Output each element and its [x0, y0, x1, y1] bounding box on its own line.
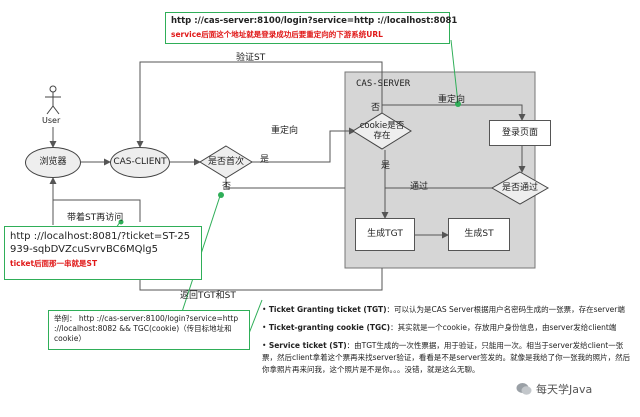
redirect-outer-label: 重定向 — [271, 126, 299, 136]
service-url-callout: http ://cas-server:8100/login?service=ht… — [165, 12, 458, 44]
note-tgc-term: Ticket-granting cookie (TGC) — [268, 323, 391, 332]
gen-tgt-label: 生成TGT — [367, 229, 403, 240]
wechat-icon — [516, 383, 532, 395]
user-label: User — [42, 116, 61, 125]
ticket-url-text: http ://localhost:8081/?ticket=ST-25939-… — [10, 231, 191, 255]
verify-st-label: 验证ST — [236, 53, 266, 63]
cookie-diamond — [352, 112, 412, 150]
gen-st-label: 生成ST — [464, 229, 494, 240]
first-visit-no-label: 否 — [222, 182, 232, 192]
redirect-inner-label: 重定向 — [438, 95, 466, 105]
first-visit-label: 是否首次 — [207, 156, 244, 167]
ticket-callout: http ://localhost:8081/?ticket=ST-25939-… — [4, 226, 202, 280]
service-url-note: service后面这个地址就是登录成功后要重定向的下游系统URL — [171, 30, 383, 39]
browser-node: 浏览器 — [25, 147, 81, 178]
login-page-node: 登录页面 — [489, 120, 551, 146]
example-callout: 举例： http ://cas-server:8100/login?servic… — [48, 310, 250, 350]
cookie-yes-label: 是 — [381, 161, 391, 171]
pass-check-label-wrap: 是否通过 — [492, 181, 548, 195]
note-tgt-text: ：可以认为是CAS Server根据用户名密码生成的一张票，存在server端 — [386, 305, 625, 314]
note-tgt: • Ticket Granting ticket (TGT)：可以认为是CAS … — [262, 305, 625, 314]
first-visit-diamond — [199, 145, 253, 179]
pass-label: 通过 — [410, 182, 429, 192]
login-page-label: 登录页面 — [501, 127, 538, 138]
first-visit-yes-label: 是 — [260, 155, 270, 165]
cookie-label-wrap: cookie是否 存在 — [353, 121, 411, 143]
notes-block: • Ticket Granting ticket (TGT)：可以认为是CAS … — [262, 304, 634, 376]
note-tgc: • Ticket-granting cookie (TGC)：其实就是一个coo… — [262, 323, 617, 332]
gen-st-node: 生成ST — [448, 218, 510, 251]
service-url-text: http ://cas-server:8100/login?service=ht… — [171, 16, 458, 26]
watermark-text: 每天学Java — [536, 383, 593, 396]
return-tgt-st-label: 返回TGT和ST — [180, 291, 236, 301]
note-st-term: Service ticket (ST) — [268, 341, 347, 350]
cookie-no-label: 否 — [371, 103, 381, 113]
cookie-exists-label: cookie是否 存在 — [359, 121, 405, 141]
browser-label: 浏览器 — [39, 157, 67, 168]
note-st: • Service ticket (ST)：由TGT生成的一次性票据，用于验证，… — [262, 341, 631, 374]
user-figure — [45, 85, 61, 115]
cas-server-title: CAS-SERVER — [356, 79, 411, 89]
pass-check-label: 是否通过 — [501, 182, 538, 193]
carry-st-label: 带着ST再访问 — [67, 213, 124, 223]
gen-tgt-node: 生成TGT — [355, 218, 415, 251]
first-visit-label-wrap: 是否首次 — [200, 154, 252, 170]
cas-client-node: CAS-CLIENT — [110, 147, 170, 178]
watermark: 每天学Java — [513, 380, 596, 398]
example-text: 举例： http ://cas-server:8100/login?servic… — [54, 314, 239, 344]
note-st-text: ：由TGT生成的一次性票据，用于验证，只能用一次。相当于server发给clie… — [262, 341, 631, 374]
cas-client-label: CAS-CLIENT — [113, 157, 167, 168]
pass-diamond — [490, 171, 550, 205]
note-tgc-text: ：其实就是一个cookie，存放用户身份信息，由server发给client端 — [390, 323, 617, 332]
ticket-note: ticket后面那一串就是ST — [10, 259, 98, 268]
note-tgt-term: Ticket Granting ticket (TGT) — [268, 305, 387, 314]
